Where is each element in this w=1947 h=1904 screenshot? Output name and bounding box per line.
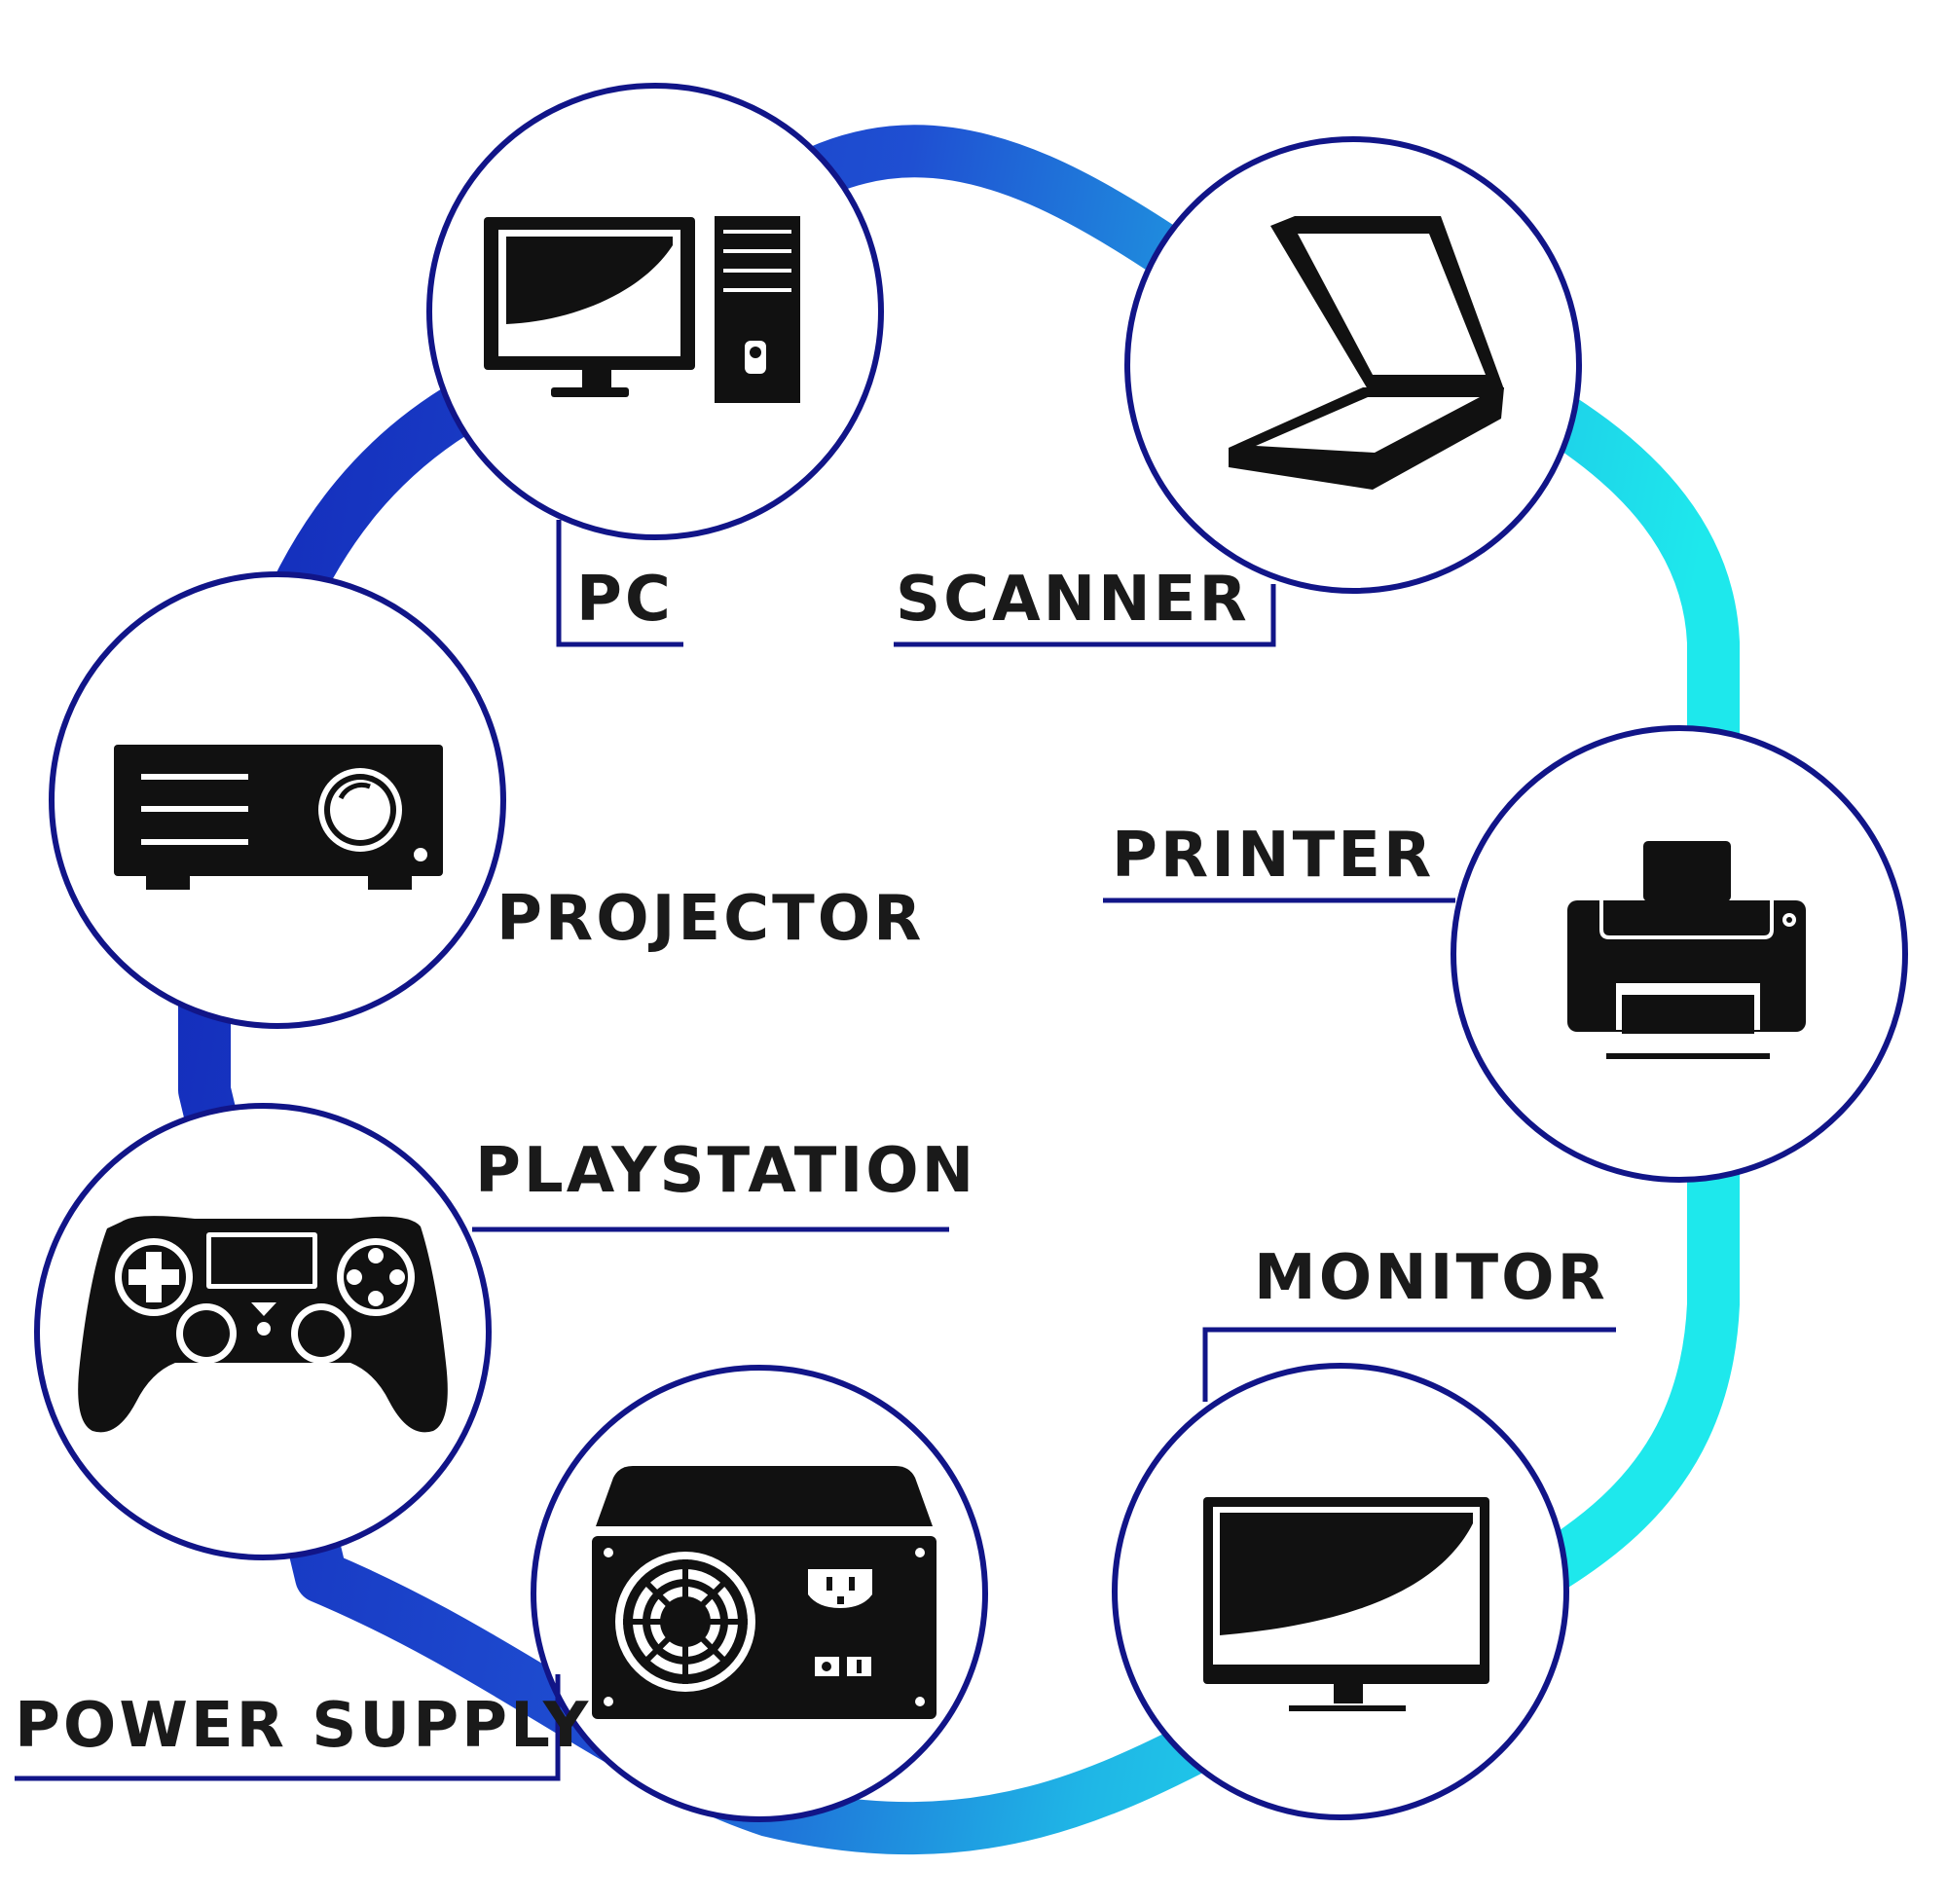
monitor-label: MONITOR [1254,1242,1608,1314]
gamepad-icon [78,1216,448,1433]
projector-label: PROJECTOR [496,883,924,955]
node-scanner: SCANNER [894,136,1582,647]
projector-icon [114,745,443,890]
node-printer: PRINTER [1103,725,1908,1183]
node-projector: PROJECTOR [49,571,924,1029]
pc-label: PC [576,564,674,636]
flatbed-scanner-icon [1229,216,1504,490]
node-monitor: MONITOR [1112,1242,1616,1820]
pc-leader [556,520,683,647]
scanner-label: SCANNER [896,564,1250,636]
power-supply-label: POWER SUPPLY [15,1690,591,1762]
printer-icon [1567,841,1806,1059]
monitor-icon [1203,1497,1489,1711]
power-supply-icon [592,1466,937,1719]
scanner-circle [1124,136,1582,594]
desktop-computer-icon [484,216,800,403]
monitor-leader [1202,1327,1616,1402]
node-power-supply: POWER SUPPLY [15,1365,988,1822]
scanner-leader [894,584,1276,647]
printer-label: PRINTER [1112,820,1434,892]
node-pc: PC [426,83,884,647]
node-playstation: PLAYSTATION [34,1103,976,1560]
power-supply-leader [15,1674,561,1781]
playstation-label: PLAYSTATION [475,1135,976,1207]
